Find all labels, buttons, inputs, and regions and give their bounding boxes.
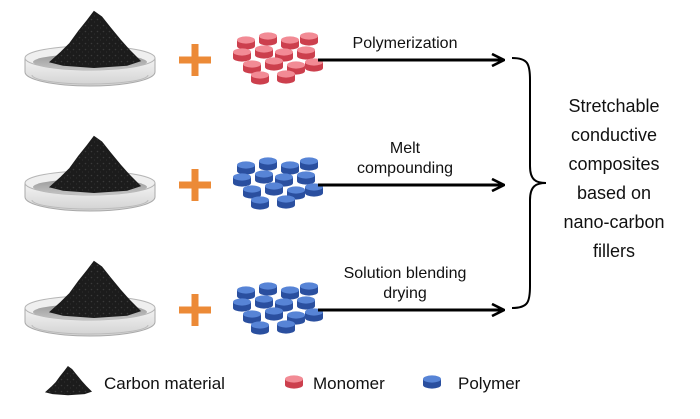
polymer-disc-icon <box>300 157 318 171</box>
monomer-disc-icon <box>277 70 295 84</box>
plus-icon <box>179 294 211 326</box>
monomer-disc-icon <box>237 36 255 50</box>
outcome-line: based on <box>577 183 651 203</box>
route-label: compounding <box>357 160 453 177</box>
plus-icon <box>179 169 211 201</box>
legend: Carbon material Monomer Polymer <box>44 366 521 396</box>
particle-cluster <box>233 282 323 335</box>
outcome-line: Stretchable <box>568 96 659 116</box>
plus-icon <box>179 44 211 76</box>
polymer-disc-icon <box>233 173 251 187</box>
particle-cluster <box>233 32 323 85</box>
monomer-disc-icon <box>300 32 318 46</box>
polymer-disc-icon <box>237 161 255 175</box>
polymer-disc-icon <box>237 286 255 300</box>
carbon-pile-icon <box>48 260 142 319</box>
legend-carbon-label: Carbon material <box>104 374 225 393</box>
monomer-disc-icon <box>243 60 261 74</box>
route-label: Polymerization <box>353 35 458 52</box>
outcome-line: fillers <box>593 241 635 261</box>
polymer-disc-icon <box>243 310 261 324</box>
polymer-disc-icon <box>297 296 315 310</box>
polymer-disc-icon <box>243 185 261 199</box>
polymer-disc-icon <box>297 171 315 185</box>
carbon-pile-icon <box>48 10 142 69</box>
monomer-disc-icon <box>281 36 299 50</box>
polymer-disc-icon <box>300 282 318 296</box>
polymer-disc-icon <box>259 157 277 171</box>
route-label: Solution blending <box>344 265 467 282</box>
particle-cluster <box>233 157 323 210</box>
polymer-disc-icon <box>265 182 283 196</box>
monomer-disc-icon <box>259 32 277 46</box>
monomer-disc-icon <box>233 48 251 62</box>
polymer-disc-icon <box>251 321 269 335</box>
polymer-disc-icon <box>259 282 277 296</box>
monomer-disc-icon <box>255 45 273 59</box>
outcome-text: Stretchable conductive composites based on n… <box>563 96 664 261</box>
legend-monomer-label: Monomer <box>313 374 385 393</box>
polymer-disc-icon <box>305 183 323 197</box>
monomer-disc-icon <box>297 46 315 60</box>
monomer-disc-icon <box>265 57 283 71</box>
route-row: Polymerization <box>24 10 503 87</box>
monomer-disc-icon <box>251 71 269 85</box>
polymer-disc-icon <box>251 196 269 210</box>
route-row: Melt compounding <box>24 135 503 212</box>
polymer-disc-icon <box>255 295 273 309</box>
legend-polymer-label: Polymer <box>458 374 521 393</box>
route-label: Melt <box>390 140 421 157</box>
route-row: Solution blending drying <box>24 260 503 337</box>
monomer-disc-icon <box>285 375 303 389</box>
polymer-disc-icon <box>281 161 299 175</box>
right-brace <box>511 57 547 309</box>
polymer-disc-icon <box>255 170 273 184</box>
outcome-line: nano-carbon <box>563 212 664 232</box>
legend-carbon-icon <box>44 366 93 396</box>
route-label: drying <box>383 285 427 302</box>
carbon-pile-icon <box>48 135 142 194</box>
polymer-disc-icon <box>423 375 441 389</box>
outcome-line: conductive <box>571 125 657 145</box>
polymer-disc-icon <box>281 286 299 300</box>
polymer-disc-icon <box>277 320 295 334</box>
polymer-disc-icon <box>265 307 283 321</box>
polymer-disc-icon <box>277 195 295 209</box>
polymer-disc-icon <box>233 298 251 312</box>
outcome-line: composites <box>568 154 659 174</box>
